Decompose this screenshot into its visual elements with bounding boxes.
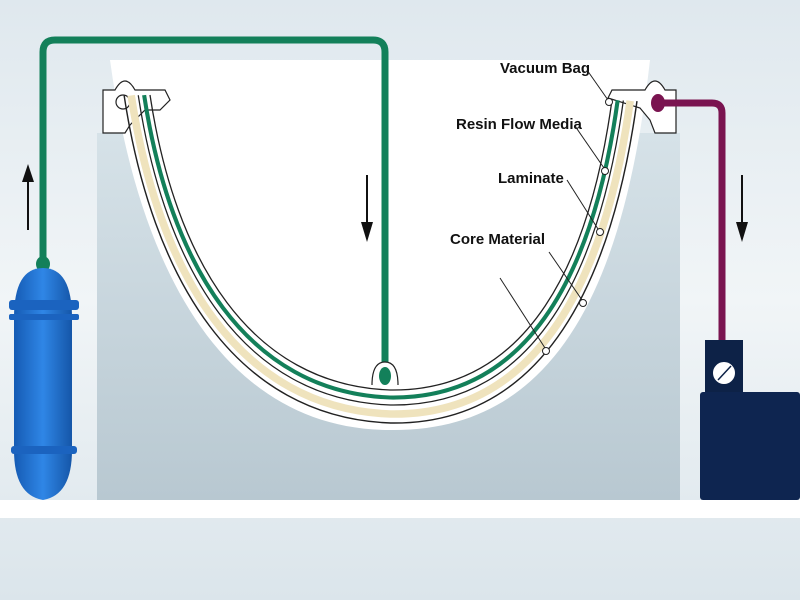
label-vacuum-bag: Vacuum Bag bbox=[500, 60, 613, 106]
label-resin-flow-media: Resin Flow Media bbox=[456, 116, 609, 175]
resin-inlet-bulb bbox=[379, 367, 391, 385]
vacuum-pump[interactable] bbox=[700, 340, 800, 500]
floor-line bbox=[0, 500, 800, 518]
svg-text:Vacuum Bag: Vacuum Bag bbox=[500, 60, 590, 77]
arrow-up-icon bbox=[22, 164, 34, 230]
svg-text:Laminate: Laminate bbox=[498, 170, 564, 187]
resin-feed-line bbox=[39, 36, 389, 372]
svg-text:Resin Flow Media: Resin Flow Media bbox=[456, 116, 583, 133]
bag-flange-right bbox=[607, 80, 677, 134]
resin-tank[interactable] bbox=[9, 256, 79, 500]
vacuum-line bbox=[655, 99, 726, 345]
vacuum-port bbox=[651, 94, 665, 112]
arrow-down-icon bbox=[736, 175, 748, 242]
svg-text:Core Material: Core Material bbox=[450, 231, 545, 248]
label-laminate: Laminate bbox=[498, 170, 604, 236]
label-core-material: Core Material bbox=[450, 231, 587, 355]
arrow-down-icon bbox=[361, 175, 373, 242]
